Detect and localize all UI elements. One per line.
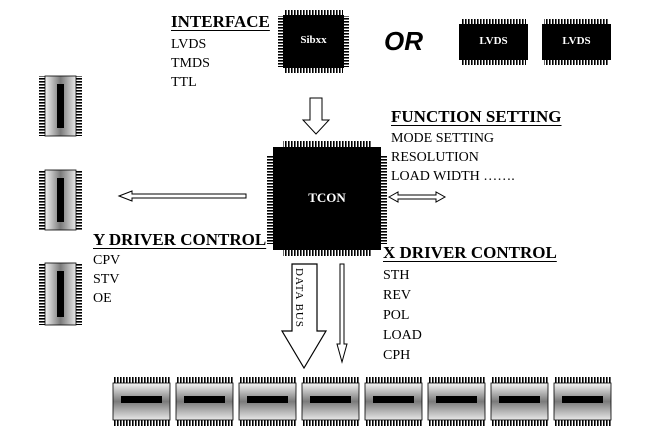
y-driver-chip-2: [39, 169, 82, 231]
x-driver-signal: LOAD: [383, 328, 422, 343]
tcon-chip: [267, 141, 387, 256]
function-setting-list: MODE SETTING RESOLUTION LOAD WIDTH …….: [391, 129, 562, 186]
x-driver-signal: CPH: [383, 348, 411, 363]
lvds-chip-1-label: LVDS: [479, 35, 508, 47]
x-driver-chip-7: [490, 377, 549, 426]
interface-block: INTERFACE LVDS TMDS TTL: [171, 12, 270, 92]
tcon-chip-label: TCON: [308, 190, 346, 205]
y-driver-signal: STV: [93, 272, 120, 287]
function-setting-title: FUNCTION SETTING: [391, 107, 562, 126]
x-driver-chip-2: [175, 377, 234, 426]
x-driver-chip-3: [238, 377, 297, 426]
function-setting-item: LOAD WIDTH …….: [391, 169, 515, 184]
x-driver-control-block: X DRIVER CONTROL STH REV POL LOAD CPH: [383, 243, 557, 366]
y-driver-signal: OE: [93, 291, 112, 306]
interface-chip: [278, 10, 349, 73]
x-driver-chip-5: [364, 377, 423, 426]
interface-list: LVDS TMDS TTL: [171, 35, 270, 92]
function-setting-item: MODE SETTING: [391, 131, 495, 146]
lvds-chip-1: [459, 19, 528, 65]
interface-to-tcon-arrow: [301, 97, 331, 135]
interface-title: INTERFACE: [171, 12, 270, 31]
interface-item: LVDS: [171, 37, 207, 52]
x-driver-chip-4: [301, 377, 360, 426]
tcon-to-y-driver-arrow: [117, 190, 247, 202]
x-driver-chip-8: [553, 377, 612, 426]
or-label: OR: [384, 26, 423, 56]
y-driver-chip-1: [39, 75, 82, 137]
x-driver-signal: STH: [383, 268, 410, 283]
lvds-chip-2-label: LVDS: [562, 35, 591, 47]
x-driver-chip-6: [427, 377, 486, 426]
y-driver-control-list: CPV STV OE: [93, 251, 266, 308]
control-signal-arrow: [336, 263, 348, 364]
data-bus-arrow: [280, 263, 328, 370]
lvds-chip-2: [542, 19, 611, 65]
tcon-function-setting-arrow: [387, 191, 447, 203]
x-driver-signal: POL: [383, 308, 410, 323]
function-setting-block: FUNCTION SETTING MODE SETTING RESOLUTION…: [391, 107, 562, 186]
interface-chip-label: Sibxx: [300, 34, 327, 46]
y-driver-control-title: Y DRIVER CONTROL: [93, 230, 267, 249]
data-bus-label: DATA BUS: [293, 268, 305, 328]
y-driver-control-block: Y DRIVER CONTROL CPV STV OE: [93, 230, 266, 308]
x-driver-signal: REV: [383, 288, 411, 303]
x-driver-chip-1: [112, 377, 171, 426]
y-driver-signal: CPV: [93, 253, 121, 268]
interface-item: TMDS: [171, 56, 210, 71]
x-driver-control-list: STH REV POL LOAD CPH: [383, 266, 557, 366]
interface-item: TTL: [171, 75, 197, 90]
x-driver-control-title: X DRIVER CONTROL: [383, 243, 557, 262]
function-setting-item: RESOLUTION: [391, 150, 479, 165]
y-driver-chip-3: [39, 262, 82, 326]
